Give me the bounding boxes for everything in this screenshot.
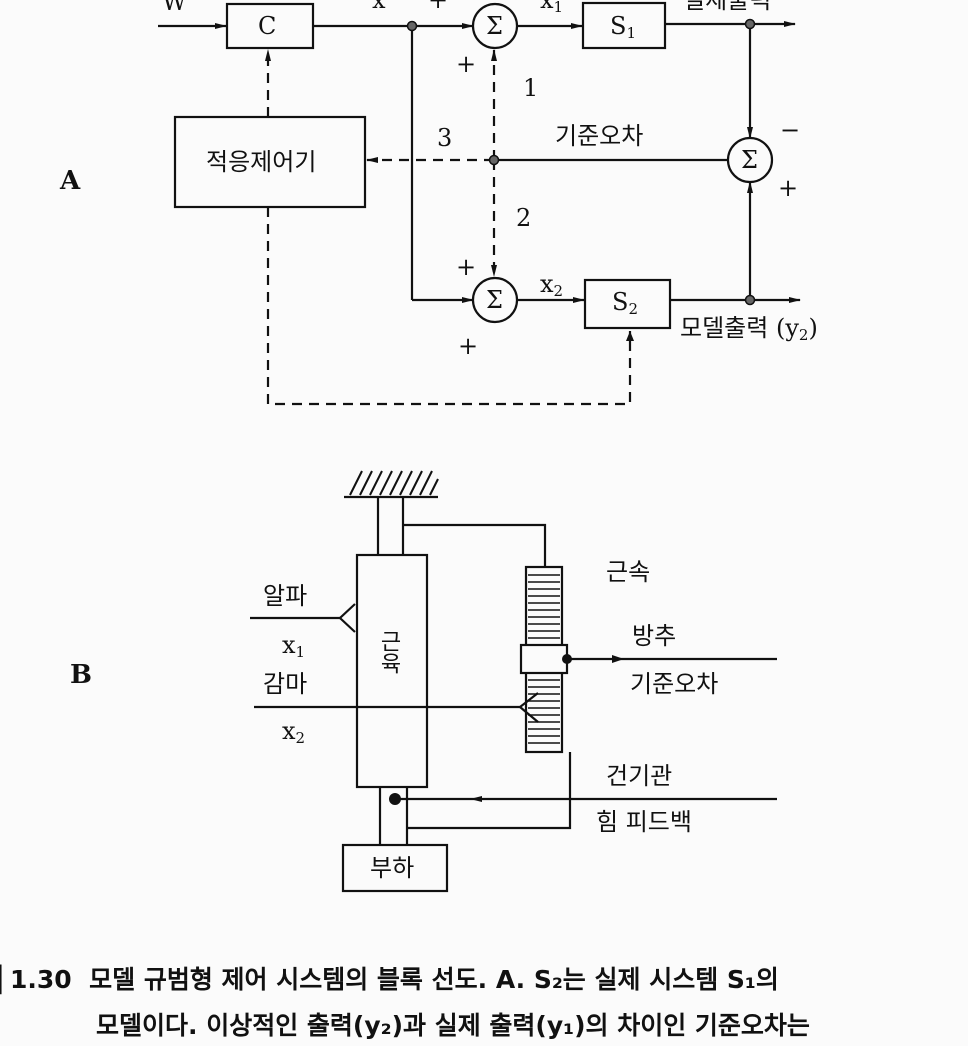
gamma-x2-label: x2 <box>282 717 306 747</box>
controller-label: C <box>258 12 277 40</box>
spindle-sensor-box <box>519 643 569 675</box>
sum2-top-plus-sign: + <box>456 253 477 281</box>
system-s2-label: S2 <box>612 288 638 318</box>
top-plus-sign: + <box>428 0 449 14</box>
load-label: 부하 <box>370 854 415 882</box>
alpha-label: 알파 <box>263 582 308 610</box>
muscle-label: 근육 <box>376 630 401 674</box>
sum-symbol-2: Σ <box>486 286 503 314</box>
load-box <box>341 843 449 893</box>
force-feedback-label: 힘 피드백 <box>596 808 692 836</box>
tendon-label: 근속 <box>606 558 651 586</box>
figure-caption-line1: ▌1.30 모델 규범형 제어 시스템의 블록 선도. A. S₂는 실제 시스… <box>0 965 779 994</box>
actual-output-label: 실제출력 <box>683 0 772 14</box>
path-1-label: 1 <box>523 74 539 102</box>
spindle-error-label: 기준오차 <box>630 670 719 698</box>
figure-number: 1.30 <box>10 965 72 994</box>
adaptive-controller-label: 적응제어기 <box>206 148 317 176</box>
muscle-box <box>355 553 429 789</box>
path-3-label: 3 <box>437 124 453 152</box>
panel-label-b: B <box>70 660 92 690</box>
spindle-label: 방추 <box>632 622 677 650</box>
sum1-plus-sign: + <box>456 50 477 78</box>
adaptive-controller-box <box>173 115 367 209</box>
model-output-label: 모델출력 (y2) <box>680 314 818 344</box>
sum2-bottom-plus-sign: + <box>458 332 479 360</box>
gamma-label: 감마 <box>263 670 308 698</box>
adapt-to-s2 <box>266 207 632 406</box>
sum-symbol-3: Σ <box>741 146 758 174</box>
system-s2-box <box>583 278 672 330</box>
x1-label: x1 <box>540 0 564 16</box>
system-s1-box <box>581 1 667 50</box>
figure-caption-line2: 모델이다. 이상적인 출력(y₂)과 실제 출력(y₁)의 차이인 기준오차는 <box>96 1011 810 1040</box>
golgi-label: 건기관 <box>606 762 673 790</box>
sum-symbol-1: Σ <box>486 12 503 40</box>
sum3-minus-sign: − <box>780 116 801 144</box>
signal-x-label: x <box>372 0 386 14</box>
input-w-label: W <box>162 0 187 16</box>
sum3-plus-sign: + <box>778 174 799 202</box>
alpha-x1-label: x1 <box>282 631 306 661</box>
reference-error-label: 기준오차 <box>555 122 644 150</box>
x2-label: x2 <box>540 270 564 300</box>
path-2-label: 2 <box>516 204 532 232</box>
system-s1-label: S1 <box>610 12 636 42</box>
panel-label-a: A <box>60 166 81 196</box>
